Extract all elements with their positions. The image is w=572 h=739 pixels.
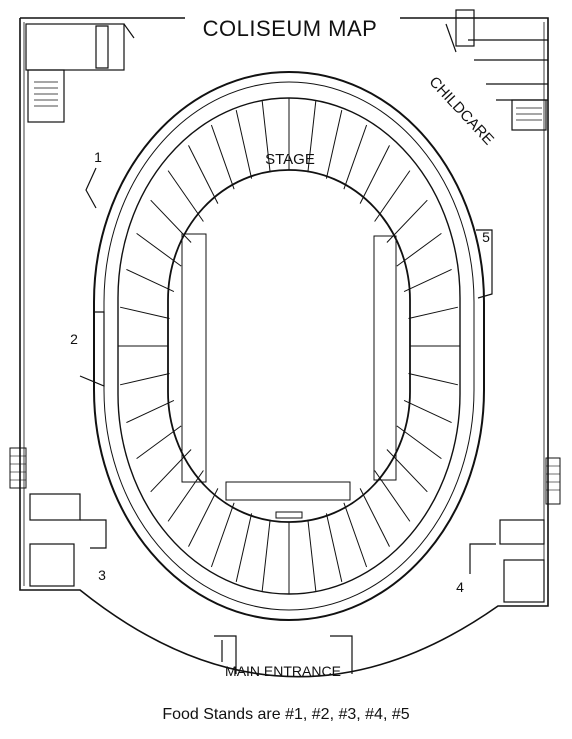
- aisle-divider: [136, 425, 182, 460]
- aisle-divider: [396, 232, 442, 267]
- lower-annex-rooms: [29, 493, 545, 603]
- seating-aisles: [118, 98, 460, 594]
- stage-label: STAGE: [265, 151, 315, 168]
- aisle-divider: [136, 232, 182, 267]
- aisle-divider: [126, 268, 175, 293]
- aisle-divider: [119, 306, 170, 319]
- childcare-label: CHILDCARE: [426, 73, 498, 148]
- food-stand-4-marker: 4: [456, 579, 464, 595]
- aisle-divider: [374, 170, 411, 222]
- side-stairs: [9, 447, 561, 505]
- top-right-block: [445, 9, 548, 131]
- aisle-divider: [188, 145, 219, 204]
- aisle-divider: [235, 109, 253, 179]
- food-stand-3-marker: 3: [98, 567, 106, 583]
- aisle-divider: [119, 373, 170, 386]
- aisle-divider: [408, 373, 459, 386]
- aisle-divider: [150, 449, 192, 493]
- aisle-divider: [325, 513, 343, 583]
- food-stands-caption: Food Stands are #1, #2, #3, #4, #5: [162, 706, 410, 723]
- aisle-divider: [386, 199, 428, 243]
- aisle-divider: [403, 268, 452, 293]
- aisle-divider: [261, 519, 271, 591]
- aisle-divider: [359, 488, 390, 547]
- aisle-divider: [261, 101, 271, 173]
- aisle-divider: [188, 488, 219, 547]
- food-stand-5-marker: 5: [482, 229, 490, 245]
- main-entrance-label: MAIN ENTRANCE: [225, 663, 341, 679]
- aisle-divider: [396, 425, 442, 460]
- aisle-divider: [126, 399, 175, 424]
- map-title: COLISEUM MAP: [203, 16, 378, 41]
- food-stand-counters: [79, 167, 493, 674]
- aisle-divider: [167, 470, 204, 522]
- aisle-divider: [150, 199, 192, 243]
- aisle-divider: [343, 124, 368, 190]
- aisle-divider: [408, 306, 459, 319]
- aisle-divider: [343, 502, 368, 568]
- aisle-divider: [359, 145, 390, 204]
- aisle-divider: [386, 449, 428, 493]
- aisle-divider: [403, 399, 452, 424]
- food-stand-2-marker: 2: [70, 331, 78, 347]
- aisle-divider: [374, 470, 411, 522]
- aisle-divider: [210, 124, 235, 190]
- aisle-divider: [307, 101, 317, 173]
- arena-floor: [181, 233, 397, 519]
- aisle-divider: [210, 502, 235, 568]
- top-left-block: [25, 23, 135, 123]
- food-stand-1-marker: 1: [94, 149, 102, 165]
- aisle-divider: [325, 109, 343, 179]
- aisle-divider: [235, 513, 253, 583]
- aisle-divider: [307, 519, 317, 591]
- aisle-divider: [167, 170, 204, 222]
- building-outline: [19, 17, 549, 678]
